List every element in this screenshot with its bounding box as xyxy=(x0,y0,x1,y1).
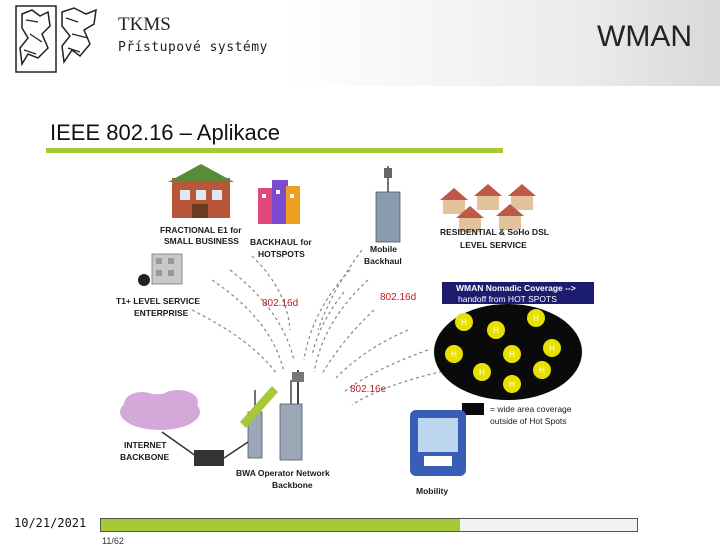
backbone-link xyxy=(161,431,197,457)
label-backhaul: BACKHAUL for xyxy=(250,237,312,247)
small-business-building-icon xyxy=(168,164,234,218)
label-mobile: Mobile xyxy=(370,244,397,254)
hotspot-marker xyxy=(487,321,505,339)
hotspot-marker-label: H xyxy=(539,366,545,375)
hotspot-marker-label: H xyxy=(493,326,499,335)
hotspot-buildings-icon xyxy=(258,180,300,224)
label-802-16e: 802.16e xyxy=(350,384,387,395)
label-internet: INTERNET xyxy=(124,440,167,450)
base-station-tower-icon xyxy=(292,370,304,404)
hotspot-marker xyxy=(473,363,491,381)
residential-houses-icon xyxy=(440,184,536,232)
label-small-business: SMALL BUSINESS xyxy=(164,236,239,246)
nomadic-coverage-banner xyxy=(442,282,594,304)
title-underline xyxy=(46,148,503,153)
hotspot-marker xyxy=(533,361,551,379)
mobility-device-icon xyxy=(410,410,466,476)
header-band xyxy=(0,0,720,86)
label-802-16d-left: 802.16d xyxy=(262,298,298,309)
label-residential: RESIDENTIAL & SoHo DSL xyxy=(440,227,549,237)
label-t1-service: T1+ LEVEL SERVICE xyxy=(116,296,200,306)
label-operator-2: Backbone xyxy=(272,480,313,490)
internet-cloud-icon xyxy=(120,390,200,430)
label-hotspots: HOTSPOTS xyxy=(258,249,305,259)
hotspot-marker-label: H xyxy=(461,318,467,327)
hotspot-marker-label: H xyxy=(509,350,515,359)
hotspot-marker xyxy=(445,345,463,363)
label-nomadic: WMAN Nomadic Coverage --> xyxy=(456,283,576,293)
enterprise-building-icon xyxy=(138,253,183,286)
hotspot-marker xyxy=(543,339,561,357)
wireless-signal-arcs xyxy=(191,249,449,406)
legend-swatch xyxy=(462,403,484,415)
hotspot-marker xyxy=(527,309,545,327)
mobile-backhaul-tower-icon xyxy=(375,166,401,243)
label-enterprise: ENTERPRISE xyxy=(134,308,189,318)
uplink-arrow-icon xyxy=(240,386,278,428)
label-level-service: LEVEL SERVICE xyxy=(460,240,527,250)
slide-title: IEEE 802.16 – Aplikace xyxy=(50,120,280,145)
course-subtitle: Přístupové systémy xyxy=(118,40,268,55)
hotspot-marker-label: H xyxy=(479,368,485,377)
label-fractional: FRACTIONAL E1 for xyxy=(160,225,242,235)
hotspot-marker xyxy=(455,313,473,331)
label-802-16d-right: 802.16d xyxy=(380,292,416,303)
label-backbone: BACKBONE xyxy=(120,452,169,462)
wman-applications-diagram: FRACTIONAL E1 for SMALL BUSINESS BACKHAU… xyxy=(116,164,594,496)
label-backhaul-2: Backhaul xyxy=(364,256,402,266)
topic-title: WMAN xyxy=(597,20,692,53)
page-number: 11/62 xyxy=(102,536,124,546)
hotspot-marker-label: H xyxy=(509,380,515,389)
hotspot-marker xyxy=(503,375,521,393)
university-lion-logo-icon xyxy=(15,5,97,73)
hotspot-marker-label: H xyxy=(549,344,555,353)
legend-line-1: = wide area coverage xyxy=(490,404,572,414)
hotspot-markers: H H H H H H H H H xyxy=(445,309,561,393)
legend-line-2: outside of Hot Spots xyxy=(490,416,567,426)
course-title: TKMS xyxy=(118,14,171,35)
footer-date: 10/21/2021 xyxy=(14,516,87,530)
label-handoff: handoff from HOT SPOTS xyxy=(458,294,557,304)
hotspot-marker-label: H xyxy=(533,314,539,323)
hotspot-marker-label: H xyxy=(451,350,457,359)
progress-bar-fill xyxy=(101,519,461,531)
hotspot-marker xyxy=(503,345,521,363)
operator-link xyxy=(223,441,249,459)
label-operator: BWA Operator Network xyxy=(236,468,330,478)
progress-bar xyxy=(100,518,638,532)
label-mobility: Mobility xyxy=(416,486,448,496)
